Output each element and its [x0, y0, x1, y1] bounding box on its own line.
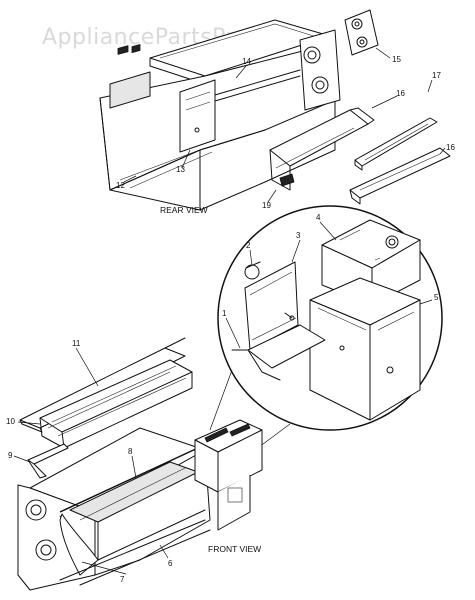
front-view-assembly — [17, 419, 263, 591]
callout-1: 1 — [222, 309, 227, 318]
callouts: 14 15 16 17 16 13 12 19 2 3 4 5 1 11 10 … — [6, 47, 455, 584]
front-view-caption: FRONT VIEW — [208, 544, 261, 554]
callout-19: 19 — [262, 201, 271, 210]
callout-5: 5 — [434, 293, 439, 302]
part-16-deflector — [269, 107, 375, 191]
part-9-bracket — [27, 443, 69, 479]
callout-14: 14 — [242, 57, 251, 66]
callout-17: 17 — [432, 71, 441, 80]
callout-4: 4 — [316, 213, 321, 222]
detail-circle — [209, 205, 443, 451]
callout-7: 7 — [120, 575, 125, 584]
callout-11: 11 — [72, 339, 81, 348]
callout-3: 3 — [296, 231, 301, 240]
callout-10: 10 — [6, 417, 15, 426]
callout-9: 9 — [8, 451, 13, 460]
callout-13: 13 — [176, 165, 185, 174]
rear-view-assembly — [99, 9, 379, 211]
callout-16-rail: 16 — [446, 143, 455, 152]
callout-8: 8 — [128, 447, 133, 456]
callout-6: 6 — [168, 559, 173, 568]
part-17-rail — [354, 117, 438, 171]
callout-2: 2 — [246, 241, 251, 250]
part-16-rail — [349, 147, 451, 205]
callout-15: 15 — [392, 55, 401, 64]
rear-view-caption: REAR VIEW — [160, 205, 208, 215]
part-10-drain-pan — [39, 359, 193, 449]
callout-12: 12 — [116, 181, 125, 190]
callout-16-rear: 16 — [396, 89, 405, 98]
